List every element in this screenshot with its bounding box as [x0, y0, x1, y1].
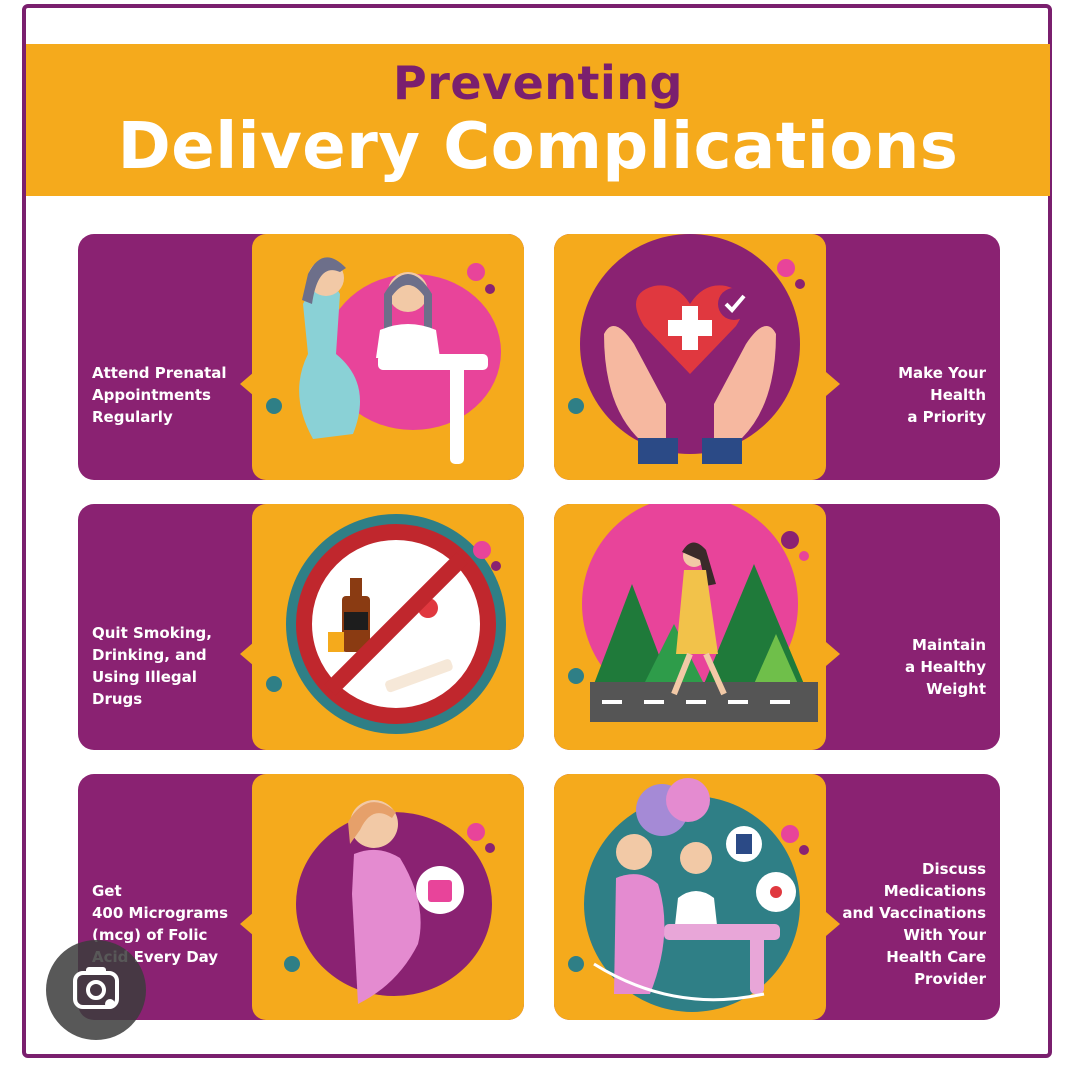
- title-line-2: Delivery Complications: [117, 110, 959, 184]
- card-prenatal-appointments: Attend Prenatal Appointments Regularly: [78, 234, 524, 480]
- folic-acid-illustration: [284, 800, 495, 1004]
- google-lens-icon: [73, 967, 119, 1009]
- card-label: Quit Smoking, Drinking, and Using Illega…: [92, 624, 212, 708]
- title-line-1: Preventing: [393, 56, 683, 110]
- google-lens-button[interactable]: [46, 940, 146, 1040]
- card-label: Discuss Medications and Vaccinations Wit…: [842, 860, 986, 988]
- card-health-priority: Make Your Health a Priority: [554, 234, 1000, 480]
- prenatal-visit-illustration: [266, 257, 501, 464]
- card-healthy-weight: Maintain a Healthy Weight: [554, 504, 1000, 750]
- title-banner: Preventing Delivery Complications: [26, 44, 1050, 196]
- no-smoking-drinking-illustration: [266, 514, 506, 734]
- card-label: Attend Prenatal Appointments Regularly: [92, 364, 227, 426]
- card-discuss-medications: Discuss Medications and Vaccinations Wit…: [554, 774, 1000, 1020]
- walking-woman-illustration: [568, 504, 818, 722]
- card-label: Make Your Health a Priority: [898, 364, 986, 426]
- doctor-consult-illustration: [568, 778, 809, 1012]
- card-quit-smoking-drinking: Quit Smoking, Drinking, and Using Illega…: [78, 504, 524, 750]
- heart-in-hands-illustration: [568, 234, 805, 464]
- card-folic-acid: Get 400 Micrograms (mcg) of Folic Acid E…: [78, 774, 524, 1020]
- card-label: Maintain a Healthy Weight: [905, 636, 986, 698]
